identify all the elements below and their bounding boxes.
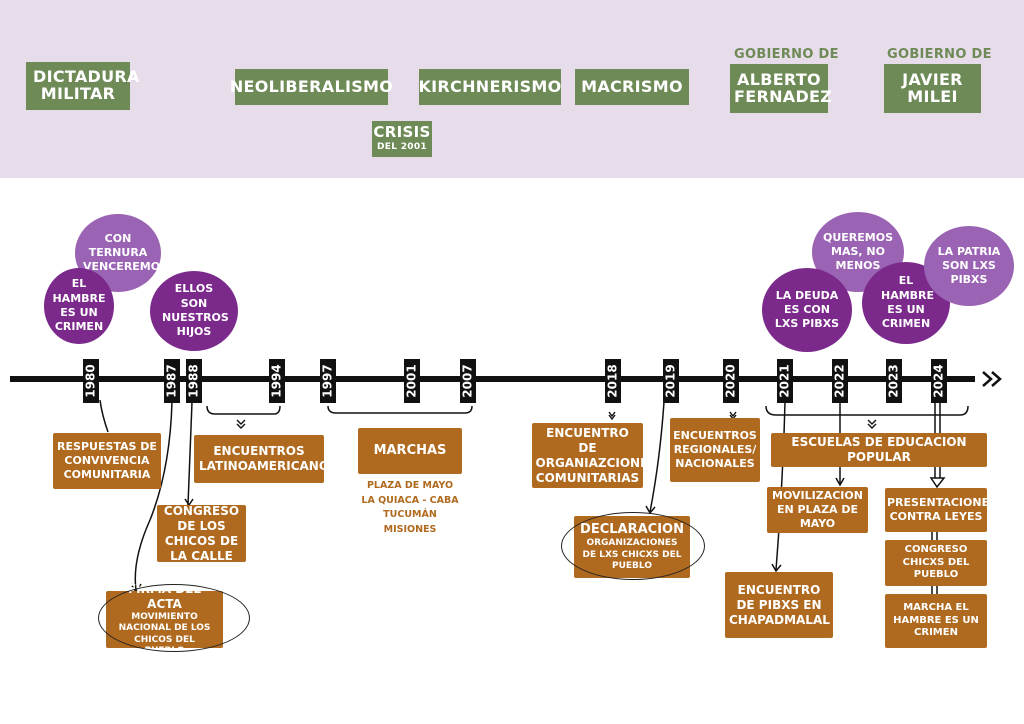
year-1988: 1988 <box>186 359 202 403</box>
firma-highlight-oval <box>98 584 250 652</box>
slogan-deuda: LA DEUDA ES CON LXS PIBXS <box>762 268 852 352</box>
year-2007: 2007 <box>460 359 476 403</box>
slogan-hambre-1: EL HAMBRE ES UN CRIMEN <box>44 268 114 344</box>
year-1987: 1987 <box>164 359 180 403</box>
year-1994: 1994 <box>269 359 285 403</box>
event-congreso-calle: CONGRESO DE LOS CHICOS DE LA CALLE <box>157 504 246 563</box>
event-organizaciones: ENCUENTRO DE ORGANIAZCIONES COMUNITARIAS <box>532 423 657 488</box>
event-presentaciones: PRESENTACIONES CONTRA LEYES <box>885 488 997 532</box>
era-neoliberalismo: NEOLIBERALISMO <box>230 69 393 105</box>
era-kirchnerismo: KIRCHNERISMO <box>418 69 561 105</box>
event-marchas: MARCHAS <box>358 428 462 474</box>
event-respuestas: RESPUESTAS DE CONVIVENCIA COMUNITARIA <box>53 433 161 489</box>
gov-label-fernandez: GOBIERNO DE <box>734 47 839 62</box>
event-marcha-hambre: MARCHA EL HAMBRE ES UN CRIMEN <box>885 594 987 648</box>
event-latinoamericanos: ENCUENTROS LATINOAMERICANOS <box>194 435 338 483</box>
year-2001: 2001 <box>404 359 420 403</box>
slogan-hijos: ELLOS SON NUESTROS HIJOS <box>150 271 238 351</box>
year-2022: 2022 <box>832 359 848 403</box>
gov-label-milei: GOBIERNO DE <box>887 47 992 62</box>
year-2024: 2024 <box>931 359 947 403</box>
place-misiones: MISIONES <box>383 524 437 536</box>
era-milei: JAVIER MILEI <box>884 64 981 113</box>
year-2019: 2019 <box>663 359 679 403</box>
place-plaza-de-mayo: PLAZA DE MAYO <box>366 480 454 491</box>
year-2018: 2018 <box>605 359 621 403</box>
marchas-places: PLAZA DE MAYO LA QUIACA - CABA TUCUMÁN M… <box>350 479 470 538</box>
year-2020: 2020 <box>723 359 739 403</box>
event-movilizacion: MOVILIZACION EN PLAZA DE MAYO <box>767 487 868 533</box>
place-tucuman: TUCUMÁN <box>383 509 437 521</box>
event-regionales: ENCUENTROS REGIONALES/ NACIONALES <box>670 418 760 482</box>
year-1980: 1980 <box>83 359 99 403</box>
year-2023: 2023 <box>886 359 902 403</box>
era-macrismo: MACRISMO <box>575 69 689 105</box>
event-escuelas: ESCUELAS DE EDUCACION POPULAR <box>771 433 987 467</box>
year-2021: 2021 <box>777 359 793 403</box>
slogan-patria: LA PATRIA SON LXS PIBXS <box>924 226 1014 306</box>
event-congreso-pueblo: CONGRESO CHICXS DEL PUEBLO <box>885 540 987 586</box>
event-pibxs: ENCUENTRO DE PIBXS EN CHAPADMALAL <box>725 572 833 638</box>
timeline-arrow-icon <box>982 371 1002 387</box>
era-crisis: CRISIS DEL 2001 <box>372 121 432 157</box>
declaracion-highlight-oval <box>561 512 705 580</box>
era-fernandez: ALBERTO FERNADEZ <box>730 64 832 113</box>
place-la-quiaca: LA QUIACA - CABA <box>361 494 459 506</box>
era-dictadura: DICTADURA MILITAR <box>26 62 139 110</box>
year-1997: 1997 <box>320 359 336 403</box>
